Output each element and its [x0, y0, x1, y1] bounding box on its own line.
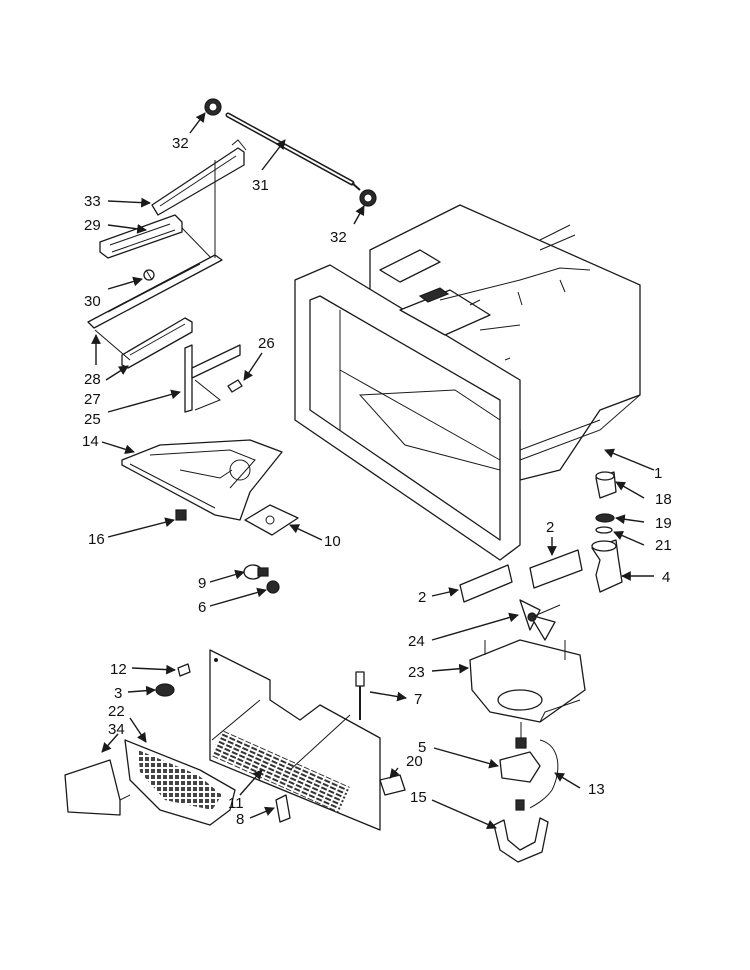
slide-bracket-left — [99, 214, 216, 263]
light-cover-10 — [244, 504, 299, 536]
callout-15: 15 — [410, 789, 427, 806]
callout-25: 25 — [84, 411, 101, 428]
callout-16: 16 — [88, 531, 105, 548]
socket-6 — [266, 580, 280, 594]
callout-2-upper: 2 — [546, 519, 554, 536]
callout-1: 1 — [654, 465, 662, 482]
duct-4 — [591, 539, 623, 593]
bulb-9 — [243, 564, 269, 580]
callout-8: 8 — [236, 811, 244, 828]
callout-3: 3 — [114, 685, 122, 702]
callout-13: 13 — [588, 781, 605, 798]
callout-20: 20 — [406, 753, 423, 770]
callout-31: 31 — [252, 177, 269, 194]
callout-24: 24 — [408, 633, 425, 650]
callout-33: 33 — [84, 193, 101, 210]
callout-28: 28 — [84, 371, 101, 388]
back-panel-11 — [209, 649, 381, 831]
slide-rail-lower — [87, 160, 223, 329]
callout-30: 30 — [84, 293, 101, 310]
drive-gear-top — [204, 98, 222, 116]
fan-blade-24 — [519, 599, 561, 641]
callout-19: 19 — [655, 515, 672, 532]
slide-shaft — [225, 112, 355, 186]
callout-32-bottom: 32 — [330, 229, 347, 246]
callout-23: 23 — [408, 664, 425, 681]
screw-30 — [143, 269, 155, 281]
callout-5: 5 — [418, 739, 426, 756]
callout-26: 26 — [258, 335, 275, 352]
foam-block-2-a — [459, 564, 513, 603]
foam-block-2-b — [529, 549, 583, 589]
deflector-34 — [64, 759, 131, 816]
callout-22: 22 — [108, 703, 125, 720]
clip-8 — [275, 794, 291, 823]
callout-7: 7 — [414, 691, 422, 708]
callout-6: 6 — [198, 599, 206, 616]
callout-29: 29 — [84, 217, 101, 234]
cover-14 — [121, 439, 283, 521]
callout-10: 10 — [324, 533, 341, 550]
callout-14: 14 — [82, 433, 99, 450]
drive-gear-bottom — [351, 182, 377, 207]
thermistor-7 — [355, 671, 365, 720]
insulation-20 — [379, 774, 406, 796]
bracket-3 — [155, 683, 175, 697]
freezer-liner — [294, 204, 641, 561]
slide-support-28 — [94, 317, 193, 369]
ring-21 — [595, 526, 613, 534]
screw-12 — [177, 663, 191, 677]
wire-harness-13 — [529, 739, 559, 809]
callout-18: 18 — [655, 491, 672, 508]
motor-bracket-15 — [493, 799, 549, 863]
callout-11: 11 — [228, 795, 244, 812]
light-socket-16 — [175, 509, 187, 521]
grille-22 — [124, 739, 236, 826]
gasket-19 — [595, 513, 615, 523]
callout-27: 27 — [84, 391, 101, 408]
callout-4: 4 — [662, 569, 670, 586]
callout-32-top: 32 — [172, 135, 189, 152]
callout-12: 12 — [110, 661, 127, 678]
damper-18 — [595, 471, 617, 499]
callout-labels: 1 2 2 3 4 5 6 7 8 9 10 11 12 13 14 15 16… — [82, 135, 672, 828]
callout-34: 34 — [108, 721, 125, 738]
callout-21: 21 — [655, 537, 672, 554]
slide-bracket-25 — [184, 344, 241, 413]
fan-shroud-23 — [469, 639, 586, 723]
screw-26 — [227, 379, 243, 393]
motor-5 — [499, 722, 541, 783]
callout-2-lower: 2 — [418, 589, 426, 606]
slide-rail-upper — [151, 139, 247, 216]
callout-9: 9 — [198, 575, 206, 592]
leader-lines — [91, 112, 655, 829]
